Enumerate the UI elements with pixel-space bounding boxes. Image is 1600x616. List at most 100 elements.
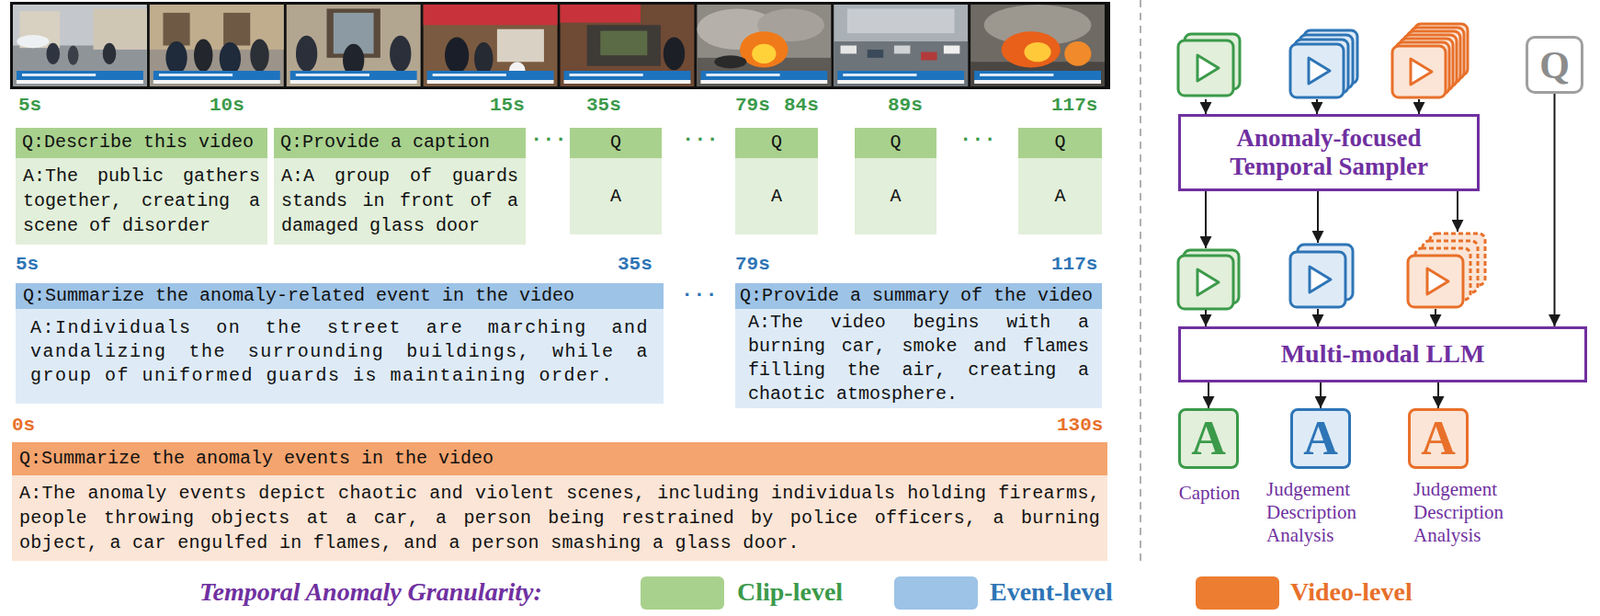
video-clip-stack xyxy=(1178,249,1239,309)
video-frame xyxy=(149,4,284,87)
play-symbol xyxy=(1197,55,1219,81)
event-qa-box: Q:Summarize the anomaly-related event in… xyxy=(15,283,664,404)
video-clip-stack xyxy=(1290,30,1358,98)
frame-caption-bar xyxy=(837,70,965,80)
frame-shape xyxy=(833,41,968,87)
flow-arrow xyxy=(1437,382,1440,409)
answer-text: A xyxy=(735,158,818,235)
clip-qa-box: QA xyxy=(735,127,818,235)
play-symbol xyxy=(1427,268,1449,295)
frame-caption-bar xyxy=(153,70,281,80)
frame-shape xyxy=(223,12,250,46)
frame-ground xyxy=(560,4,695,87)
video-frame xyxy=(286,4,421,87)
legend-swatch xyxy=(1195,576,1280,610)
frame-caption-bar xyxy=(974,70,1101,80)
timestamp: 117s xyxy=(1051,94,1098,117)
question-text: Q xyxy=(569,127,662,159)
clip-qa-box: Q:Describe this videoA:The public gather… xyxy=(15,127,268,245)
frame-ground xyxy=(970,4,1105,87)
frame-ground xyxy=(696,4,831,87)
frame-ground xyxy=(286,4,421,87)
flow-arrow xyxy=(1204,99,1207,114)
video-qa-box: Q:Summarize the anomaly events in the vi… xyxy=(11,442,1108,561)
answer-text: A:A group of guards stands in front of a… xyxy=(273,158,526,245)
flow-arrow xyxy=(1204,191,1207,249)
timestamp: 35s xyxy=(617,253,653,276)
video-clip-stack xyxy=(1178,34,1240,96)
event-qa-box: Q:Provide a summary of the videoA:The vi… xyxy=(735,283,1102,409)
frame-shape xyxy=(165,41,187,75)
frame-shape xyxy=(840,45,858,55)
flow-arrow xyxy=(1207,382,1210,409)
frame-shape xyxy=(663,37,685,71)
clip-frame xyxy=(1392,45,1446,98)
frame-shape xyxy=(714,55,747,69)
frame-caption-line xyxy=(295,73,370,77)
frame-caption-line xyxy=(158,73,233,77)
timestamp: 35s xyxy=(586,94,622,117)
question-text: Q:Summarize the anomaly events in the vi… xyxy=(11,442,1108,476)
frame-caption-line xyxy=(705,73,780,77)
video-frame xyxy=(12,4,148,87)
flow-arrow xyxy=(1316,191,1319,243)
legend-text: Video-level xyxy=(1290,575,1413,609)
frame-shape xyxy=(497,29,545,63)
frame-shape xyxy=(560,4,642,23)
llm-box: Multi-modal LLM xyxy=(1178,326,1588,383)
frame-shape xyxy=(193,38,213,72)
flow-arrow xyxy=(1456,191,1459,232)
filmstrip-border xyxy=(10,1,1111,90)
frame-shape xyxy=(847,8,955,34)
timestamp: 117s xyxy=(1051,253,1098,276)
legend-text: Clip-level xyxy=(737,575,843,609)
block-label: Anomaly-focused Temporal Sampler xyxy=(1214,124,1444,182)
timestamp: 79s xyxy=(735,94,771,117)
frame-shape xyxy=(943,45,961,55)
frame-shape xyxy=(12,45,148,88)
video-clip-stack xyxy=(1392,23,1468,98)
flow-arrow xyxy=(1434,308,1437,327)
timestamp: 84s xyxy=(783,94,819,117)
frame-shape xyxy=(1001,31,1061,68)
ellipsis-mark: ··· xyxy=(530,128,568,153)
frame-shape xyxy=(219,42,241,76)
flow-arrow xyxy=(1418,99,1420,114)
answer-text: A:Individuals on the street are marching… xyxy=(15,308,664,404)
sampler-box: Anomaly-focused Temporal Sampler xyxy=(1178,113,1480,192)
flow-arrow xyxy=(1316,308,1319,327)
frame-ticker xyxy=(974,79,1101,84)
frame-shape xyxy=(920,52,938,61)
question-text: Q:Summarize the anomaly-related event in… xyxy=(15,283,664,309)
frame-ground xyxy=(833,4,968,87)
video-clip-stack xyxy=(1290,244,1353,307)
clip-frame xyxy=(1178,40,1234,96)
frame-shape xyxy=(102,43,117,65)
frame-ground xyxy=(12,4,148,87)
clip-qa-box: QA xyxy=(569,127,662,235)
dashed-separator xyxy=(1139,0,1142,563)
answer-box: A xyxy=(1178,408,1239,469)
icon-letter: A xyxy=(1420,414,1456,463)
frame-shape xyxy=(444,37,469,74)
frame-ground xyxy=(149,4,284,87)
legend-text: Event-level xyxy=(989,575,1113,609)
frame-shape xyxy=(45,43,60,65)
play-symbol xyxy=(1308,57,1330,84)
clip-qa-box: QA xyxy=(1018,127,1102,235)
frame-ticker xyxy=(16,79,144,84)
flow-arrow xyxy=(1319,382,1322,409)
frame-shape xyxy=(600,30,647,56)
frame-caption-bar xyxy=(700,70,828,80)
timestamp: 5s xyxy=(15,253,39,276)
timestamp: 15s xyxy=(489,94,525,117)
answer-box: A xyxy=(1290,408,1351,469)
video-frame xyxy=(696,4,831,87)
frame-caption-line xyxy=(979,73,1054,77)
icon-letter: Q xyxy=(1539,45,1570,85)
frame-ticker xyxy=(837,79,965,84)
question-text: Q xyxy=(854,127,937,159)
flow-arrow xyxy=(1316,99,1318,114)
frame-ticker xyxy=(427,79,555,84)
frame-shape xyxy=(867,49,885,58)
